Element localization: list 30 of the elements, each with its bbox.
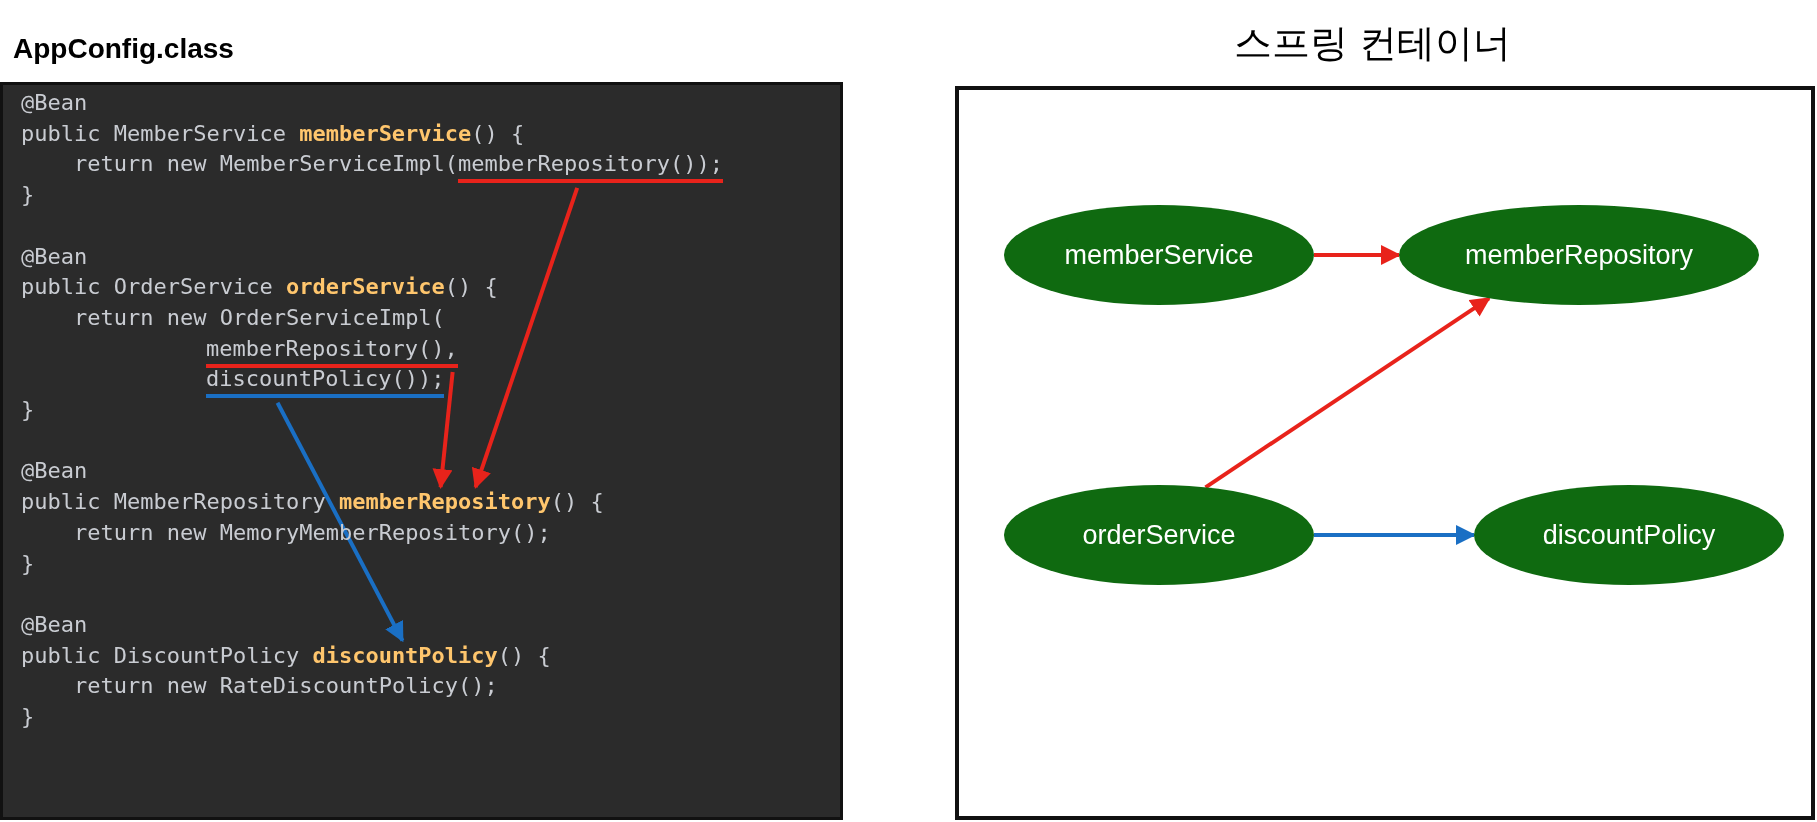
bean-ellipse: memberRepository: [1399, 205, 1759, 305]
code-line: }: [21, 396, 35, 424]
code-line: }: [21, 549, 35, 578]
bean-ellipse: discountPolicy: [1474, 485, 1784, 585]
arrow: [471, 187, 580, 489]
panel-title: AppConfig.class: [13, 33, 234, 65]
code-line: public MemberService memberService() {: [21, 119, 525, 148]
code-fragment: memberRepository());: [458, 149, 723, 184]
arrow: [275, 401, 405, 643]
arrow: [432, 371, 455, 490]
code-line: return new OrderServiceImpl(: [74, 303, 445, 332]
bean-ellipse: memberService: [1004, 205, 1314, 305]
arrow: [1314, 245, 1401, 265]
code-line: return new MemberServiceImpl(: [74, 150, 459, 179]
annotation-text: @Bean: [21, 457, 88, 486]
code-fragment: memberRepository(),: [206, 333, 458, 368]
code-line: public MemberRepository memberRepository() {: [21, 487, 604, 518]
code-line: public OrderService orderService() {: [21, 273, 498, 302]
annotation-text: @Bean: [21, 89, 88, 117]
arrow: [1204, 296, 1491, 489]
annotation-text: @Bean: [21, 610, 88, 639]
code-line: }: [21, 703, 35, 731]
arrow: [1314, 525, 1476, 545]
code-line: public DiscountPolicy discountPolicy() {: [21, 640, 551, 671]
annotation-text: @Bean: [21, 242, 88, 271]
code-line: return new RateDiscountPolicy();: [74, 672, 498, 701]
panel-title: 스프링 컨테이너: [1234, 21, 1511, 66]
code-fragment: discountPolicy());: [206, 364, 445, 399]
bean-ellipse: orderService: [1004, 485, 1314, 585]
code-line: }: [21, 181, 35, 210]
